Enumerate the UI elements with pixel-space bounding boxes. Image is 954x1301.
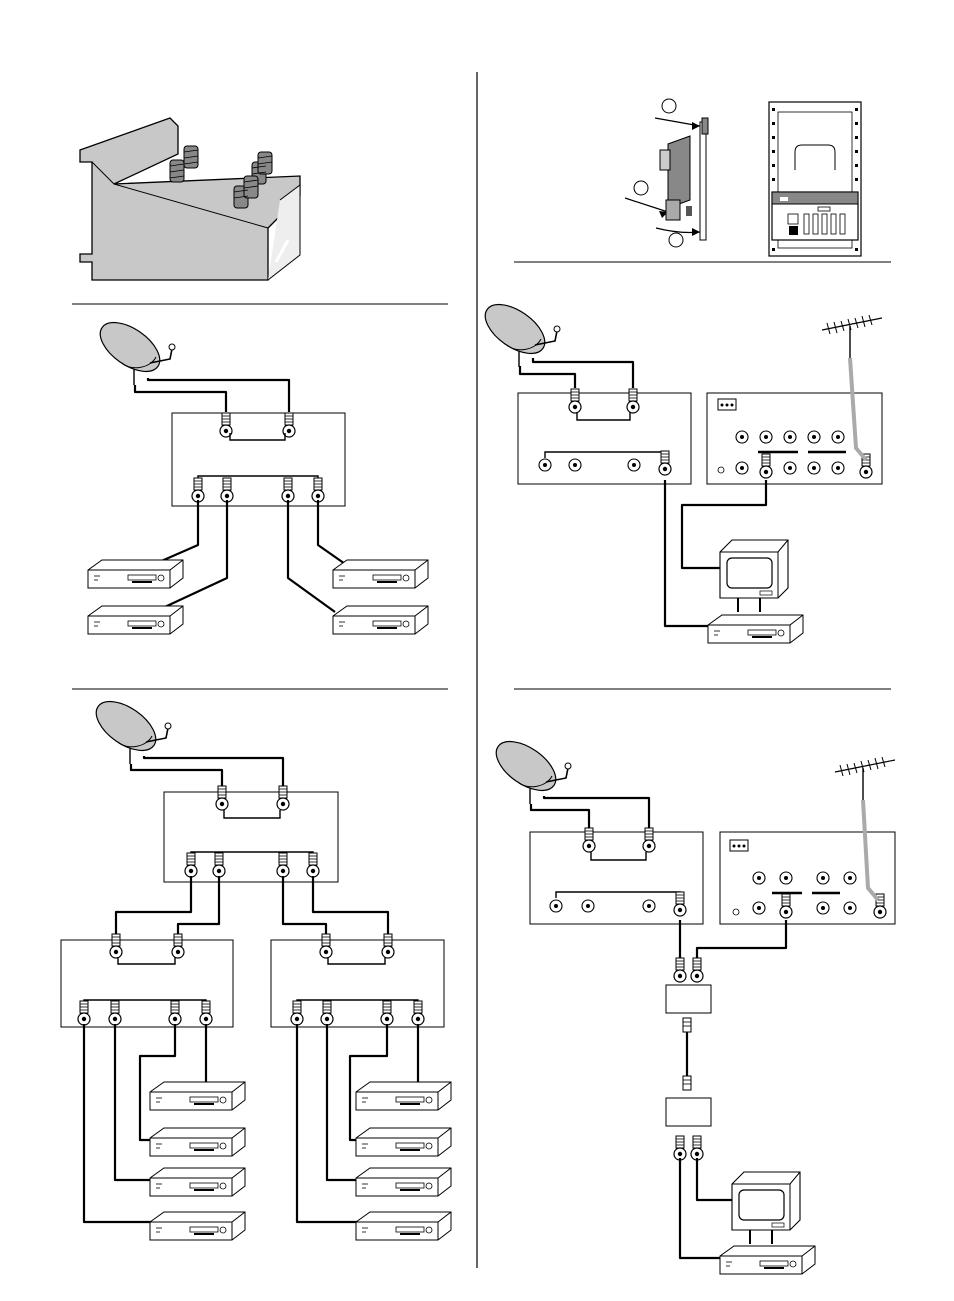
diagram-4-receivers xyxy=(88,313,428,634)
satellite-receiver-icon xyxy=(333,560,428,588)
satellite-receiver-icon xyxy=(356,1128,451,1156)
tv-antenna-icon xyxy=(835,757,895,800)
satellite-dish-icon xyxy=(88,692,171,764)
bracket-with-connectors-icon xyxy=(80,118,300,280)
satellite-receiver-icon xyxy=(708,615,803,643)
satellite-receiver-icon xyxy=(150,1212,245,1240)
satellite-receiver-icon xyxy=(720,1246,815,1274)
satellite-receiver-icon xyxy=(356,1082,451,1110)
satellite-receiver-icon xyxy=(333,606,428,634)
rack-frame-icon xyxy=(769,102,861,256)
diplexer-icon xyxy=(666,958,711,1032)
tv-set-icon xyxy=(732,1172,800,1244)
satellite-dish-icon xyxy=(477,295,560,367)
tv-set-icon xyxy=(720,540,788,612)
diagram-diplexer-combo xyxy=(488,732,895,1274)
satellite-receiver-icon xyxy=(150,1168,245,1196)
module-card-icon xyxy=(625,99,708,247)
satellite-receiver-icon xyxy=(356,1168,451,1196)
callout-2 xyxy=(634,181,648,195)
diagram-8-receivers xyxy=(61,692,451,1240)
callout-3 xyxy=(669,233,683,247)
diagram-dish-antenna-combo xyxy=(477,295,882,643)
satellite-receiver-icon xyxy=(150,1128,245,1156)
tv-antenna-icon xyxy=(822,315,882,358)
satellite-receiver-icon xyxy=(88,606,183,634)
callout-1 xyxy=(662,99,676,113)
satellite-receiver-icon xyxy=(356,1212,451,1240)
satellite-receiver-icon xyxy=(88,560,183,588)
satellite-dish-icon xyxy=(488,732,571,804)
satellite-receiver-icon xyxy=(150,1082,245,1110)
diplexer-icon xyxy=(666,1076,711,1160)
satellite-dish-icon xyxy=(92,313,175,385)
